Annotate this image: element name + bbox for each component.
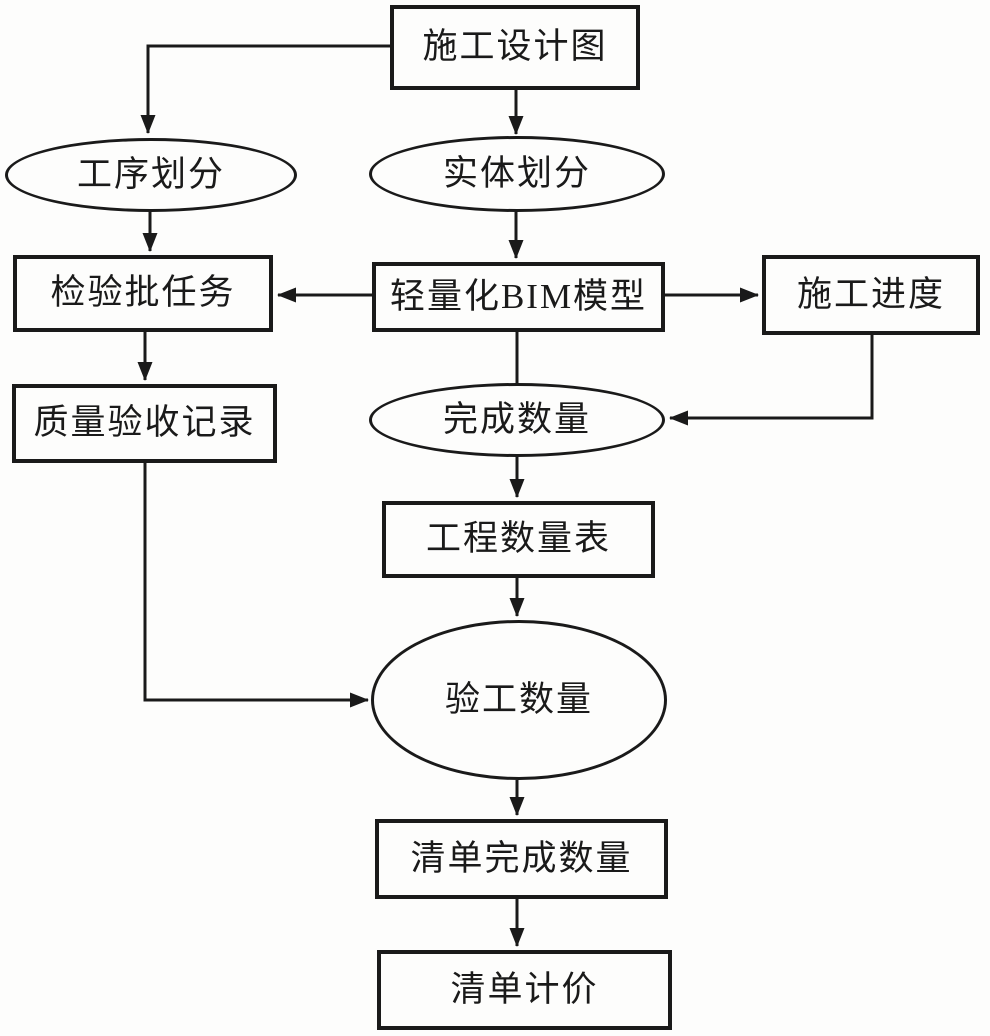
connector-quality-record-to-acceptance-quantity xyxy=(143,463,369,708)
node-lightweight-bim-model: 轻量化BIM模型 xyxy=(372,262,665,332)
node-construction-design-drawing: 施工设计图 xyxy=(390,5,640,90)
node-process-division: 工序划分 xyxy=(5,138,297,212)
node-label: 实体划分 xyxy=(442,153,591,193)
node-list-pricing: 清单计价 xyxy=(377,950,672,1030)
node-label: 工序划分 xyxy=(76,154,225,194)
node-list-completed-quantity: 清单完成数量 xyxy=(375,819,668,899)
node-quality-acceptance-record: 质量验收记录 xyxy=(12,384,277,463)
node-acceptance-work-quantity: 验工数量 xyxy=(371,620,667,780)
node-inspection-batch-task: 检验批任务 xyxy=(13,255,273,332)
node-construction-progress: 施工进度 xyxy=(762,255,980,335)
node-entity-division: 实体划分 xyxy=(369,136,665,212)
node-label: 质量验收记录 xyxy=(33,403,256,443)
node-engineering-quantity-table: 工程数量表 xyxy=(382,501,655,578)
node-completed-quantity: 完成数量 xyxy=(369,383,665,457)
connector-progress-to-completed-quantity xyxy=(669,335,874,426)
node-label: 施工设计图 xyxy=(422,27,608,67)
node-label: 检验批任务 xyxy=(50,273,236,313)
node-label: 清单计价 xyxy=(450,969,599,1009)
connector-design-to-process-division xyxy=(140,44,390,134)
node-label: 施工进度 xyxy=(796,274,945,314)
node-label: 工程数量表 xyxy=(425,519,611,559)
node-label: 验工数量 xyxy=(444,679,593,719)
node-label: 清单完成数量 xyxy=(410,838,633,878)
node-label: 完成数量 xyxy=(442,399,591,439)
node-label: 轻量化BIM模型 xyxy=(389,276,648,316)
